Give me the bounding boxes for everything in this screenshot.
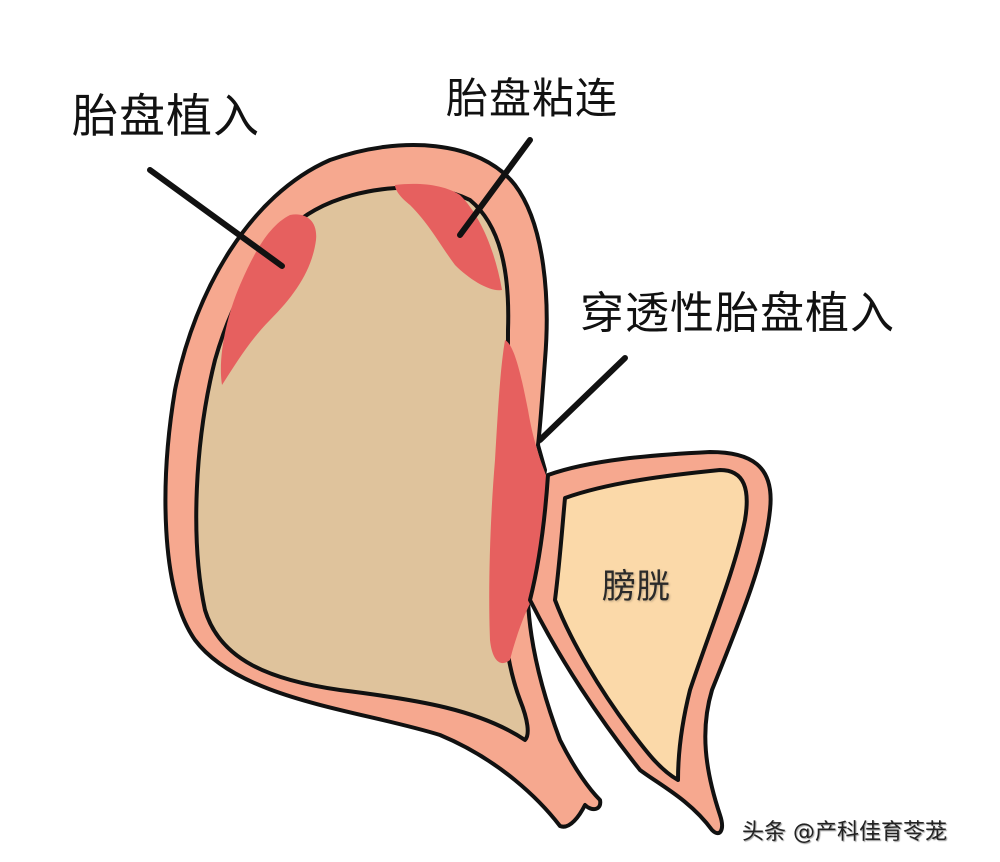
leader-line-accreta (147, 167, 285, 269)
bladder-inner (553, 468, 749, 782)
label-placenta-accreta: 胎盘植入 (72, 89, 260, 143)
label-bladder: 膀胱 (602, 567, 670, 607)
leader-line-percreta (537, 355, 628, 443)
placenta-accreta-region (220, 214, 317, 385)
uterine-cavity (194, 185, 530, 742)
label-placenta-percreta: 穿透性胎盘植入 (580, 288, 895, 339)
label-placenta-adherent: 胎盘粘连 (446, 74, 619, 123)
leader-line-adherent (457, 137, 533, 238)
placenta-adherent-region (395, 183, 502, 291)
watermark: 头条 @产科佳育苓茏 (742, 820, 947, 845)
